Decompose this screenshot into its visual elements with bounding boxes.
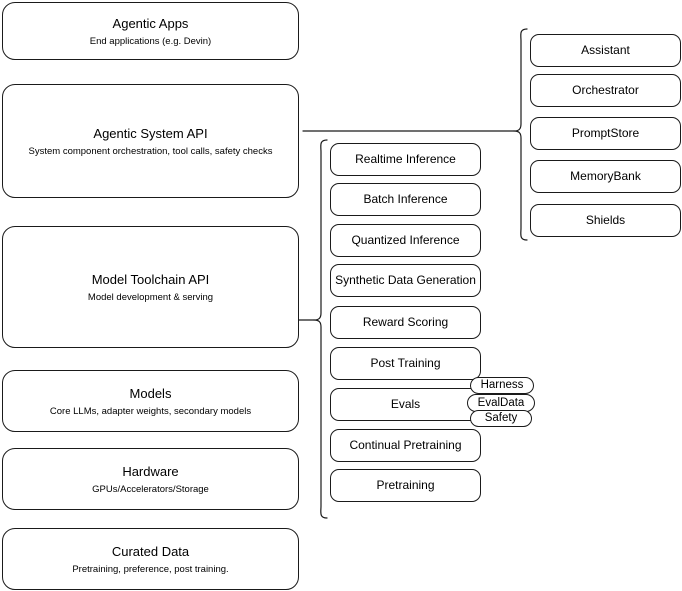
component-box-evals[interactable]: Evals [330,388,481,421]
component-label: Orchestrator [572,83,639,97]
layer-subtitle: End applications (e.g. Devin) [89,35,212,47]
component-box-continual-pretraining[interactable]: Continual Pretraining [330,429,481,462]
component-label: Shields [585,213,626,227]
layer-box-agentic-system-api[interactable]: Agentic System API System component orch… [2,84,299,198]
layer-title: Curated Data [111,543,190,559]
eval-pill-label: EvalData [477,396,525,409]
eval-pill-harness[interactable]: Harness [470,377,534,394]
layer-subtitle: Model development & serving [87,291,214,303]
component-box-realtime-inference[interactable]: Realtime Inference [330,143,481,176]
eval-pill-label: Safety [484,412,518,424]
component-label: PromptStore [571,126,640,140]
layer-box-agentic-apps[interactable]: Agentic Apps End applications (e.g. Devi… [2,2,299,60]
layer-subtitle: Core LLMs, adapter weights, secondary mo… [49,405,252,417]
component-label: Synthetic Data Generation [335,273,476,287]
eval-pill-safety[interactable]: Safety [470,410,532,427]
agentic-components-brace [513,28,528,241]
layer-box-models[interactable]: Models Core LLMs, adapter weights, secon… [2,370,299,432]
layer-title: Agentic System API [93,125,208,141]
component-box-batch-inference[interactable]: Batch Inference [330,183,481,216]
component-box-reward-scoring[interactable]: Reward Scoring [330,306,481,339]
component-label: MemoryBank [570,169,641,183]
layer-subtitle: System component orchestration, tool cal… [28,145,273,157]
layer-title: Agentic Apps [112,15,189,31]
component-box-post-training[interactable]: Post Training [330,347,481,380]
component-label: Assistant [581,43,630,57]
toolchain-components-brace [313,139,328,519]
layer-subtitle: Pretraining, preference, post training. [72,563,229,575]
component-label: Realtime Inference [355,152,456,166]
component-box-promptstore[interactable]: PromptStore [530,117,681,150]
layer-box-model-toolchain-api[interactable]: Model Toolchain API Model development & … [2,226,299,348]
component-box-synthetic-data-generation[interactable]: Synthetic Data Generation [330,264,481,297]
component-box-shields[interactable]: Shields [530,204,681,237]
component-box-pretraining[interactable]: Pretraining [330,469,481,502]
component-label: Post Training [370,356,441,370]
layer-title: Hardware [122,463,179,479]
component-label: Reward Scoring [362,315,449,329]
component-label: Continual Pretraining [349,438,462,452]
layer-subtitle: GPUs/Accelerators/Storage [92,483,209,495]
layer-box-curated-data[interactable]: Curated Data Pretraining, preference, po… [2,528,299,590]
layer-title: Models [129,385,172,401]
component-label: Quantized Inference [351,233,460,247]
component-box-memorybank[interactable]: MemoryBank [530,160,681,193]
layer-box-hardware[interactable]: Hardware GPUs/Accelerators/Storage [2,448,299,510]
component-box-orchestrator[interactable]: Orchestrator [530,74,681,107]
component-label: Pretraining [376,478,435,492]
component-label: Batch Inference [363,192,448,206]
component-box-assistant[interactable]: Assistant [530,34,681,67]
layer-title: Model Toolchain API [91,271,210,287]
component-box-quantized-inference[interactable]: Quantized Inference [330,224,481,257]
eval-pill-label: Harness [480,379,524,391]
component-label: Evals [390,397,421,411]
